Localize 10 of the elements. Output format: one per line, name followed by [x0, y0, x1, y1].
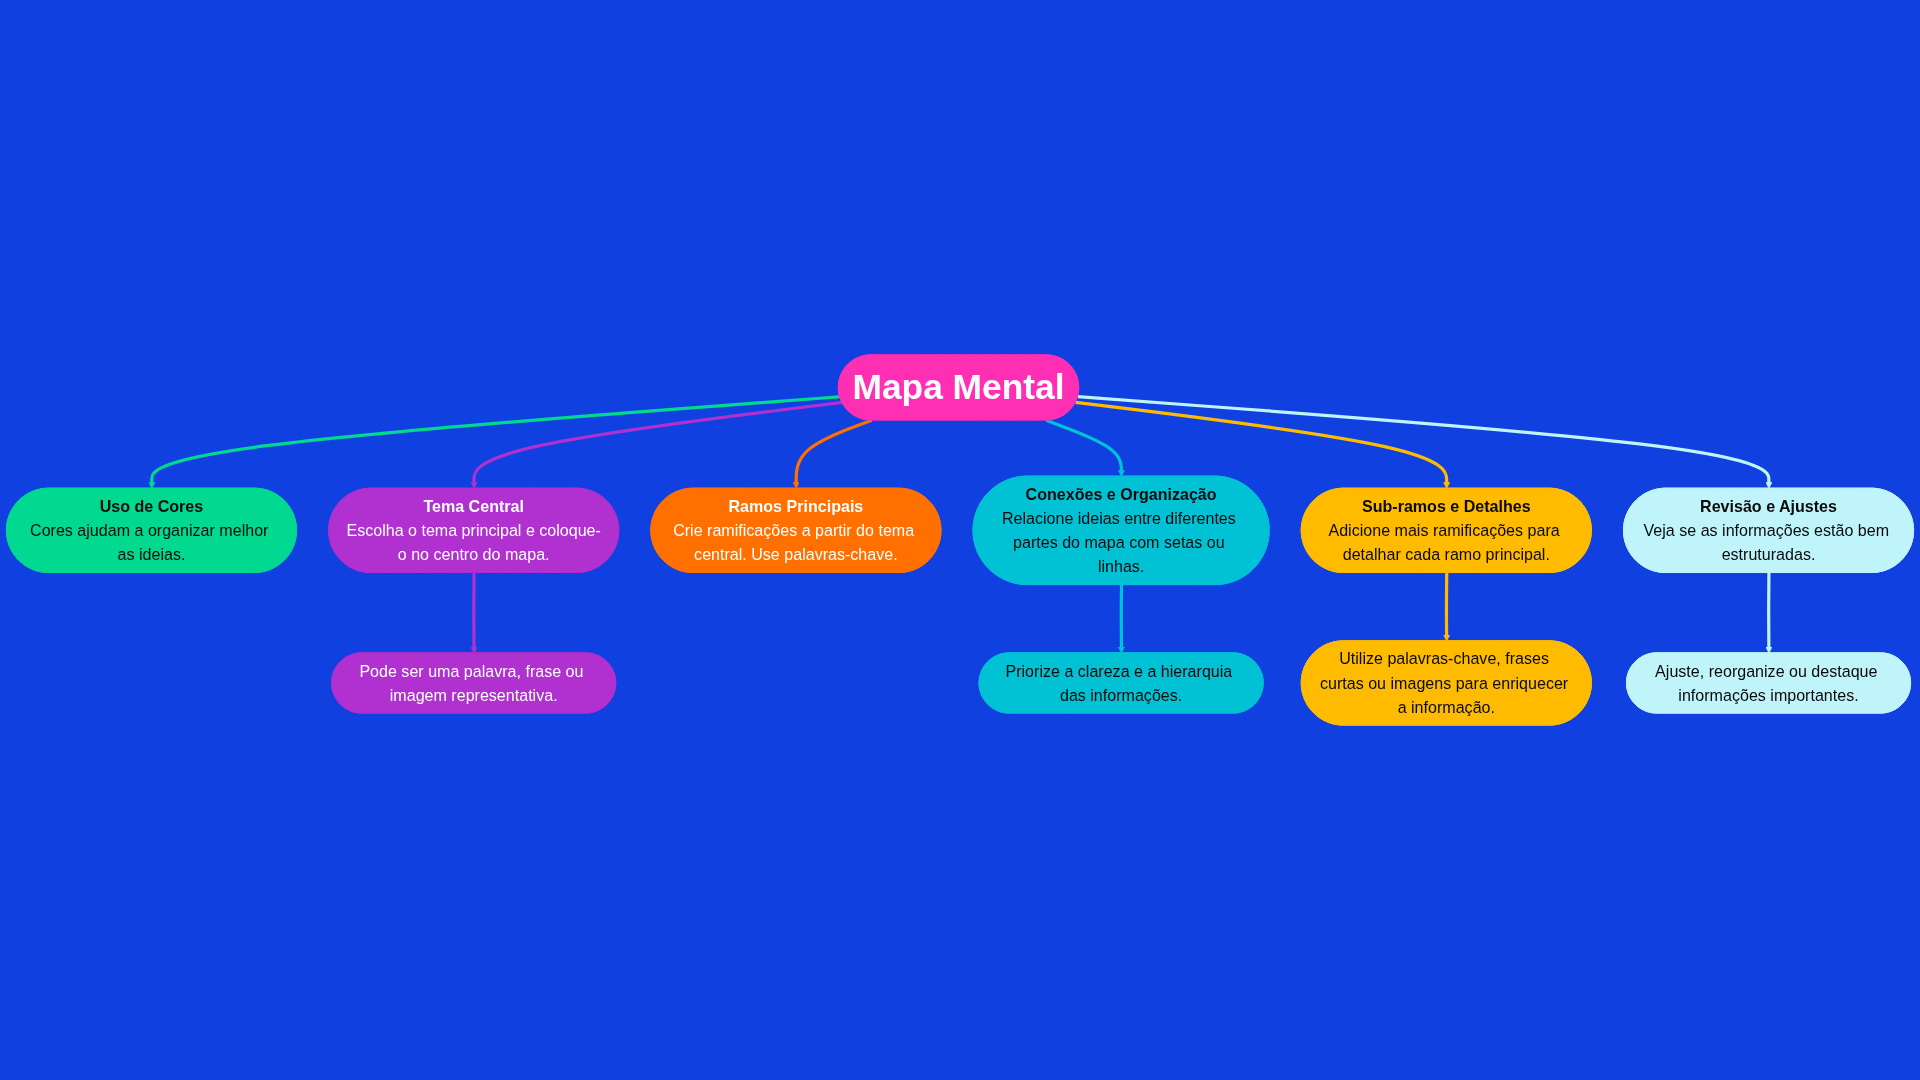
arrow: [148, 395, 841, 489]
arrow: [1765, 572, 1773, 654]
arrow: [1077, 395, 1773, 489]
arrow: [1045, 418, 1125, 477]
arrow: [1443, 572, 1451, 642]
arrow: [1117, 584, 1125, 654]
arrow: [1075, 400, 1451, 489]
arrow: [792, 418, 873, 489]
arrow: [470, 400, 843, 489]
arrow: [470, 572, 478, 654]
